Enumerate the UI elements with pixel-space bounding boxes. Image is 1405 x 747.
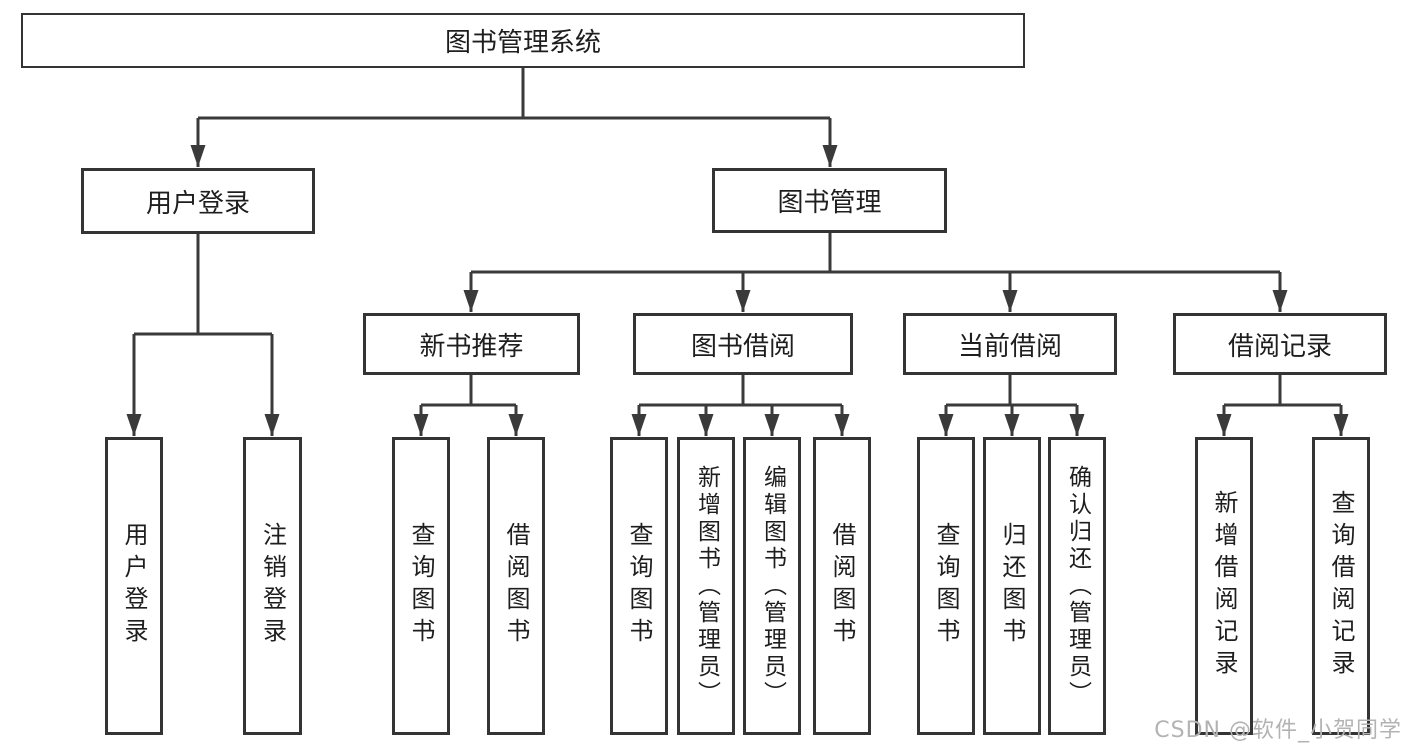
node-leaf-query-books-current: 查询图书 — [917, 437, 975, 735]
node-leaf-user-login: 用户登录 — [105, 437, 163, 735]
node-leaf-query-borrow-record: 查询借阅记录 — [1312, 437, 1370, 735]
node-library-management-system: 图书管理系统 — [21, 13, 1025, 68]
node-leaf-add-books-admin: 新增图书（管理员） — [677, 437, 735, 735]
watermark: CSDN @软件_小贺同学 — [1154, 718, 1402, 743]
node-new-book-recommend: 新书推荐 — [363, 313, 580, 375]
node-leaf-query-books-recommend: 查询图书 — [392, 437, 450, 735]
node-leaf-logout: 注销登录 — [243, 437, 302, 735]
node-leaf-return-books: 归还图书 — [983, 437, 1041, 735]
node-leaf-confirm-return-admin: 确认归还（管理员） — [1048, 437, 1106, 735]
node-leaf-borrow-books: 借阅图书 — [813, 437, 871, 735]
node-leaf-edit-books-admin: 编辑图书（管理员） — [743, 437, 801, 735]
node-leaf-add-borrow-record: 新增借阅记录 — [1195, 437, 1253, 735]
node-borrow-records: 借阅记录 — [1173, 313, 1387, 375]
node-leaf-query-books-borrow: 查询图书 — [610, 437, 668, 735]
node-book-management: 图书管理 — [712, 168, 947, 233]
node-leaf-borrow-books-recommend: 借阅图书 — [487, 437, 545, 735]
node-user-login: 用户登录 — [81, 168, 315, 234]
node-current-borrow: 当前借阅 — [903, 313, 1117, 375]
node-book-borrow: 图书借阅 — [633, 313, 853, 375]
